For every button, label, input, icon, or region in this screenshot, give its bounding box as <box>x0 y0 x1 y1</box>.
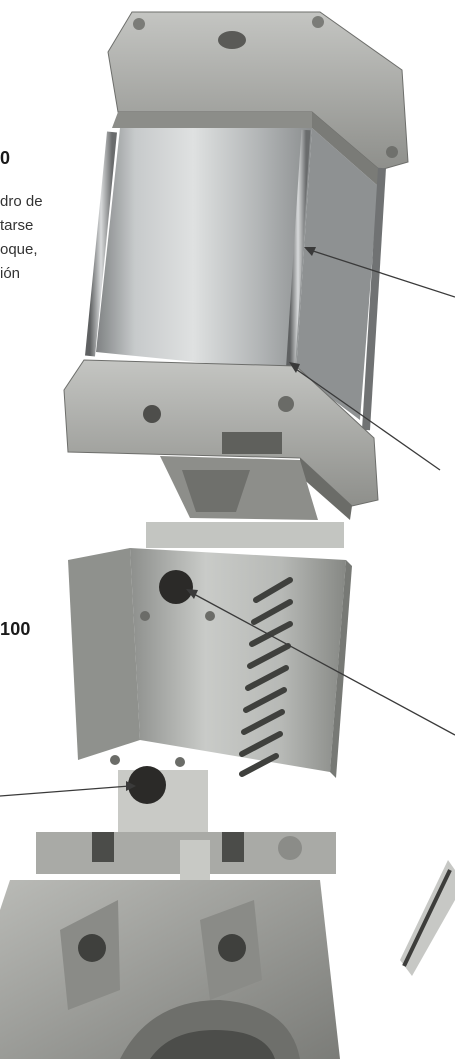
leader-lines <box>0 247 455 797</box>
vent-slots <box>239 577 293 777</box>
top-air-port <box>218 31 246 49</box>
leader-line-upper-port <box>191 592 455 736</box>
bottom-end-cap <box>63 359 379 520</box>
cylinder-barrel <box>85 128 386 431</box>
leader-line-cylinder <box>309 249 455 298</box>
top-end-cap <box>107 11 409 186</box>
pipe-segment <box>400 860 455 976</box>
leader-line-lower-port <box>0 785 131 797</box>
lower-air-port <box>128 766 166 804</box>
gate-housing <box>68 548 352 840</box>
bottom-cap-port <box>143 405 161 423</box>
valve-body <box>0 832 340 1059</box>
leader-line-tie-rod <box>292 366 441 471</box>
coupling-yoke <box>146 456 344 548</box>
upper-air-port <box>159 570 193 604</box>
